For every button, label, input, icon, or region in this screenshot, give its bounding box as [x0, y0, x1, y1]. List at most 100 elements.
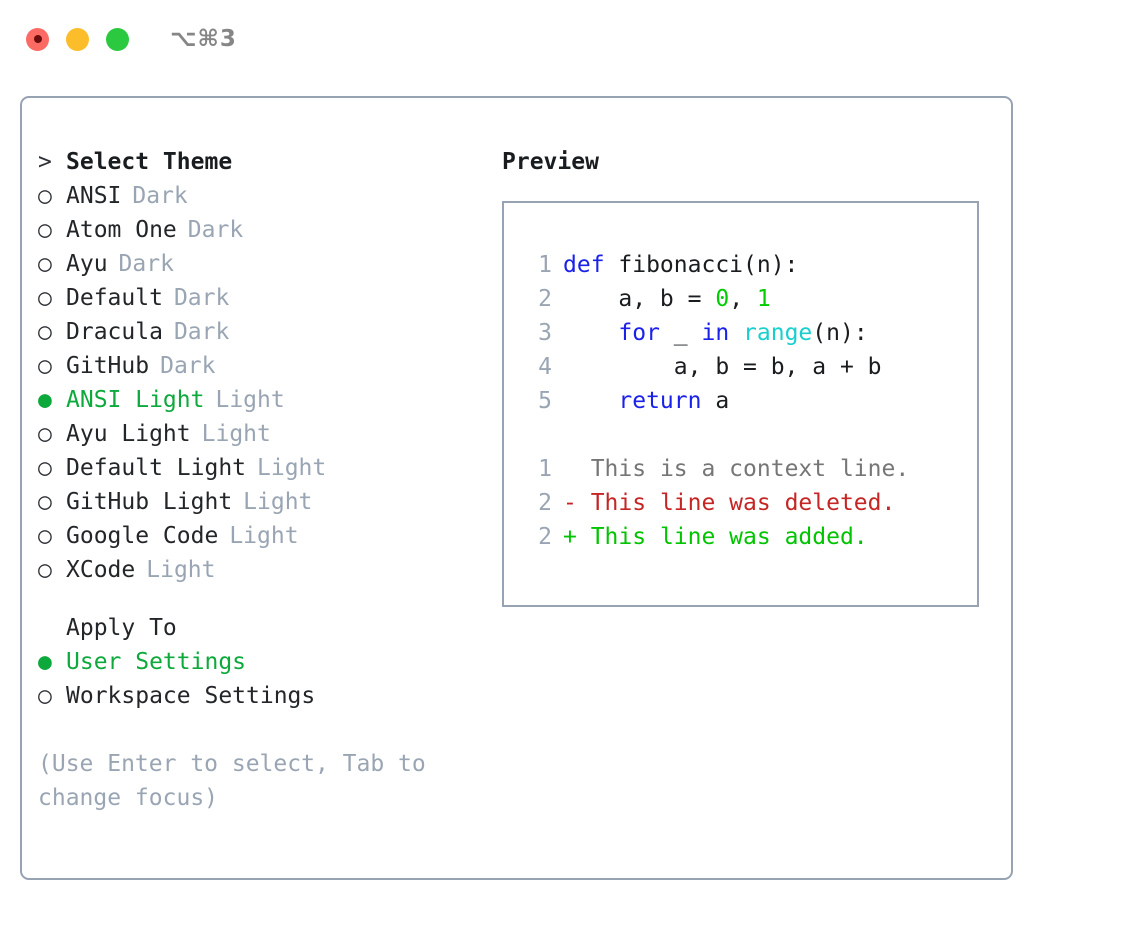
code-token: def — [563, 252, 605, 278]
theme-name: Dracula — [66, 319, 163, 345]
theme-name: Google Code — [66, 523, 219, 549]
code-token — [563, 320, 618, 346]
code-token: for — [618, 320, 660, 346]
diff-line-text: This line was added. — [576, 524, 868, 550]
theme-variant-badge: Dark — [187, 217, 244, 243]
radio-unselected-icon[interactable]: ○ — [38, 353, 52, 379]
radio-unselected-icon[interactable]: ○ — [38, 319, 52, 345]
preview-spacer — [504, 418, 977, 452]
radio-selected-icon[interactable]: ● — [38, 649, 52, 675]
code-line: 2 a, b = 0, 1 — [504, 282, 977, 316]
theme-name: Default — [66, 285, 163, 311]
line-number: 2 — [538, 524, 552, 550]
theme-name: Ayu — [66, 251, 108, 277]
theme-variant-badge: Dark — [173, 319, 230, 345]
code-line-text: a, b = 0, 1 — [563, 282, 770, 316]
code-line-text: for _ in range(n): — [563, 316, 867, 350]
theme-variant-badge: Dark — [160, 353, 216, 379]
theme-list-item[interactable]: ○ GitHub Light Light — [38, 485, 502, 519]
selection-caret-icon: > — [38, 149, 52, 175]
theme-name: Atom One — [66, 217, 177, 243]
theme-name: ANSI — [66, 183, 122, 209]
keyboard-hint-text: (Use Enter to select, Tab to change focu… — [38, 751, 440, 811]
theme-list-item[interactable]: ○ ANSI Dark — [38, 179, 502, 213]
code-token: _ — [659, 320, 702, 346]
apply-to-option-label: Workspace Settings — [66, 683, 316, 709]
diff-line: 1 This is a context line. — [504, 452, 977, 486]
maximize-window-button[interactable] — [106, 27, 129, 51]
keyboard-shortcut-label: ⌥⌘3 — [170, 26, 237, 52]
radio-unselected-icon[interactable]: ○ — [38, 421, 52, 447]
radio-unselected-icon[interactable]: ○ — [38, 683, 52, 709]
diff-line: 2 + This line was added. — [504, 520, 977, 554]
radio-unselected-icon[interactable]: ○ — [38, 489, 52, 515]
radio-unselected-icon[interactable]: ○ — [38, 455, 52, 481]
diff-line: 2- This line was deleted. — [504, 486, 977, 520]
radio-unselected-icon[interactable]: ○ — [38, 251, 52, 277]
theme-list-item[interactable]: ○ Atom One Dark — [38, 213, 502, 247]
apply-to-options: ●User Settings ○ Workspace Settings — [38, 645, 502, 713]
apply-to-option[interactable]: ○ Workspace Settings — [38, 679, 502, 713]
code-line: 3 for _ in range(n): — [504, 316, 977, 350]
code-line: 1 def fibonacci(n): — [504, 248, 977, 282]
code-token: , — [729, 286, 757, 312]
theme-variant-badge: Dark — [132, 183, 188, 209]
apply-to-option[interactable]: ●User Settings — [38, 645, 502, 679]
line-number: 4 — [538, 354, 552, 380]
theme-name: GitHub — [66, 353, 150, 379]
theme-name: ANSI Light — [66, 387, 205, 413]
window-titlebar: ⌥⌘3 — [0, 0, 1140, 78]
diff-line-text: This is a context line. — [576, 456, 910, 482]
theme-list-item[interactable]: ○ XCode Light — [38, 553, 502, 587]
apply-to-header: Apply To — [38, 611, 502, 645]
radio-unselected-icon[interactable]: ○ — [38, 217, 52, 243]
diff-sign: + — [563, 524, 577, 550]
theme-variant-badge: Dark — [118, 251, 174, 277]
line-number: 2 — [538, 286, 552, 312]
code-token — [563, 388, 618, 414]
theme-list-item[interactable]: ○ Default Dark — [38, 281, 502, 315]
page-title: Select Theme — [66, 149, 233, 175]
line-number: 1 — [538, 252, 552, 278]
theme-list-item[interactable]: ○ GitHub Dark — [38, 349, 502, 383]
theme-list-item[interactable]: ○ Dracula Dark — [38, 315, 502, 349]
code-line-text: a, b = b, a + b — [563, 350, 882, 384]
diff-preview: 1 This is a context line.2- This line wa… — [504, 452, 977, 554]
code-token: range — [743, 320, 813, 346]
theme-variant-badge: Dark — [173, 285, 230, 311]
theme-name: XCode — [66, 557, 136, 583]
diff-line-text: This line was deleted. — [576, 490, 896, 516]
line-number: 1 — [538, 456, 552, 482]
minimize-window-button[interactable] — [66, 27, 89, 51]
radio-unselected-icon[interactable]: ○ — [38, 285, 52, 311]
radio-unselected-icon[interactable]: ○ — [38, 183, 52, 209]
theme-name: Default Light — [66, 455, 247, 481]
code-token: return — [618, 388, 702, 414]
code-token — [729, 320, 743, 346]
code-line-text: def fibonacci(n): — [563, 248, 798, 282]
radio-unselected-icon[interactable]: ○ — [38, 523, 52, 549]
preview-title: Preview — [502, 149, 599, 175]
diff-sign: - — [563, 490, 577, 516]
code-token: a, b = — [563, 286, 716, 312]
theme-name: GitHub Light — [66, 489, 233, 515]
close-window-button[interactable] — [26, 27, 49, 51]
diff-sign — [563, 452, 577, 486]
radio-unselected-icon[interactable]: ○ — [38, 557, 52, 583]
code-token: in — [701, 320, 730, 346]
theme-variant-badge: Light — [201, 421, 271, 447]
theme-variant-badge: Light — [243, 489, 313, 515]
code-token: 0 — [715, 286, 730, 312]
theme-variant-badge: Light — [146, 557, 216, 583]
radio-selected-icon[interactable]: ● — [38, 387, 52, 413]
theme-list-item[interactable]: ○ Ayu Dark — [38, 247, 502, 281]
